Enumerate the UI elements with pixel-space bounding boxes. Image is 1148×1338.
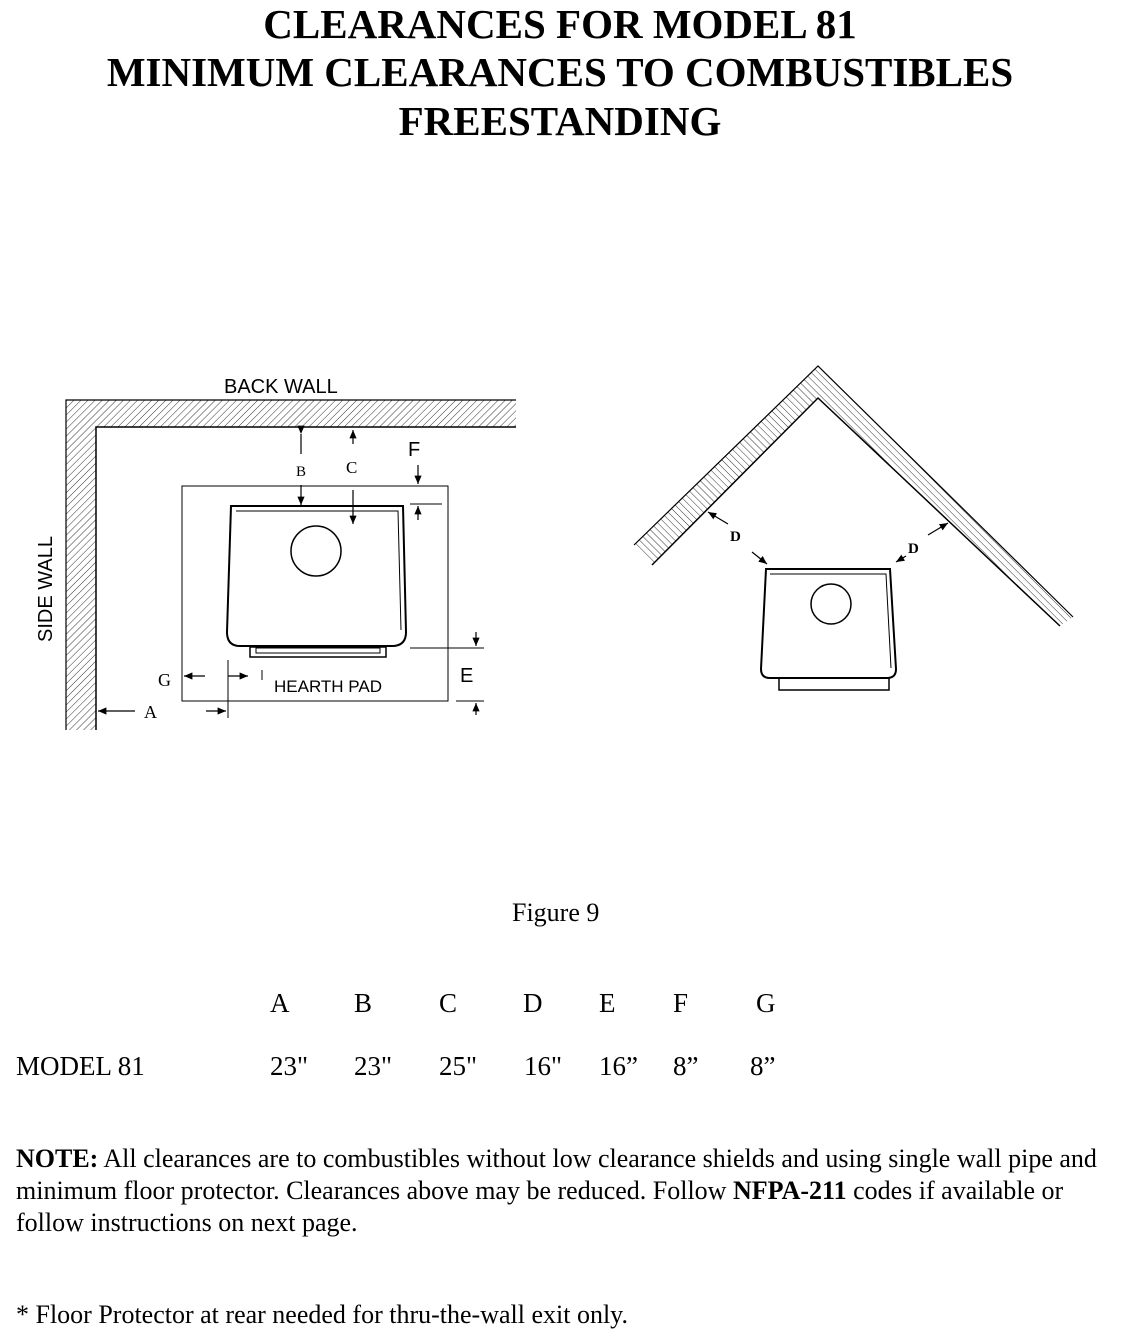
label-a: A bbox=[144, 702, 157, 722]
note-text-1: All clearances are to combustibles witho… bbox=[16, 1144, 1097, 1205]
back-wall-label: BACK WALL bbox=[224, 376, 338, 398]
label-b: B bbox=[296, 464, 306, 480]
hearth-pad bbox=[181, 485, 449, 702]
row-label: MODEL 81 bbox=[16, 1051, 145, 1081]
value-g: 8” bbox=[750, 1051, 776, 1081]
figure-caption: Figure 9 bbox=[512, 898, 600, 927]
clearance-diagrams: BACK WALL SIDE WALL HEARTH PAD B C F E G… bbox=[35, 365, 1074, 730]
header-c: C bbox=[439, 988, 458, 1018]
label-f: F bbox=[408, 439, 420, 461]
note-code: NFPA-211 bbox=[732, 1176, 847, 1205]
footnote: * Floor Protector at rear needed for thr… bbox=[16, 1300, 628, 1329]
label-c: C bbox=[346, 458, 357, 477]
header-f: F bbox=[673, 988, 689, 1018]
corner-walls bbox=[633, 365, 1074, 627]
value-d: 16" bbox=[524, 1051, 563, 1081]
corner-flue-collar bbox=[810, 583, 852, 625]
header-g: G bbox=[756, 988, 776, 1018]
label-d-left: D bbox=[730, 529, 741, 545]
note-paragraph: NOTE: All clearances are to combustibles… bbox=[16, 1143, 1126, 1239]
header-e: E bbox=[599, 988, 616, 1018]
header-d: D bbox=[523, 988, 543, 1018]
value-a: 23" bbox=[270, 1051, 309, 1081]
stove bbox=[225, 505, 408, 658]
title-line-3: FREESTANDING bbox=[398, 98, 722, 144]
header-a: A bbox=[270, 988, 290, 1018]
title-line-2: MINIMUM CLEARANCES TO COMBUSTIBLES bbox=[106, 49, 1014, 95]
back-wall bbox=[65, 399, 516, 730]
value-e: 16” bbox=[599, 1051, 638, 1081]
title-line-1: CLEARANCES FOR MODEL 81 bbox=[263, 1, 857, 47]
note-text-2: codes if available or follow instruction… bbox=[16, 1176, 1064, 1237]
label-g: G bbox=[158, 670, 171, 690]
hearth-pad-label: HEARTH PAD bbox=[274, 677, 382, 696]
label-d-right: D bbox=[908, 541, 919, 557]
flue-collar bbox=[290, 525, 342, 577]
note-label: NOTE: bbox=[16, 1144, 99, 1173]
value-b: 23" bbox=[354, 1051, 393, 1081]
corner-stove bbox=[759, 568, 898, 691]
side-wall-label: SIDE WALL bbox=[35, 536, 57, 642]
value-c: 25" bbox=[439, 1051, 478, 1081]
header-b: B bbox=[354, 988, 373, 1018]
value-f: 8” bbox=[673, 1051, 699, 1081]
label-e: E bbox=[460, 665, 473, 687]
